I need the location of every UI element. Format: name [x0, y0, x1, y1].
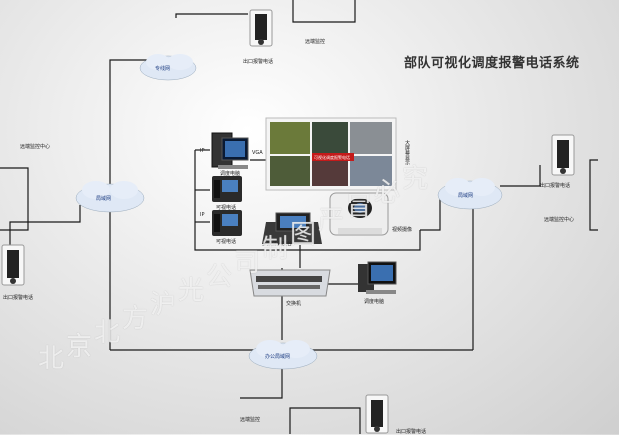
label-bottom-side: 远端监控 — [240, 417, 261, 423]
cloud-label-office-lan: 办公局域网 — [265, 353, 290, 360]
label-lan-pc: 调度电脑 — [364, 299, 385, 305]
alarm-phone-icon — [1, 244, 25, 286]
cloud-wan-top — [139, 54, 197, 81]
label-right-bottom: 远端监控中心 — [544, 217, 575, 223]
label-screen-side: 大屏幕显示 — [404, 140, 410, 165]
label-left-phone: 出口报警电话 — [3, 295, 34, 301]
label-ip: IP — [200, 148, 205, 154]
label-pc-top: 调度电脑 — [220, 171, 241, 177]
video-phone-icon — [212, 176, 242, 202]
cloud-label-lan-left: 局域网 — [96, 195, 111, 202]
cloud-lan-right — [437, 178, 503, 210]
video-phone-icon — [212, 210, 242, 236]
page-title: 部队可视化调度报警电话系统 — [404, 56, 580, 71]
label-bottom-phone: 出口报警电话 — [396, 429, 427, 435]
network-switch-icon — [249, 269, 331, 297]
label-vga: VGA — [252, 150, 263, 156]
screen-banner: 可视化调度报警电话 — [314, 154, 350, 160]
cloud-office-lan — [248, 340, 318, 370]
dispatch-pc-icon — [211, 132, 249, 169]
label-video-phone-1: 可视电话 — [216, 205, 237, 211]
cloud-label-wan: 专线网 — [155, 65, 170, 72]
multimedia-console-icon — [262, 212, 322, 244]
alarm-phone-icon — [249, 9, 273, 47]
alarm-phone-icon — [365, 394, 389, 434]
cloud-lan-left — [75, 181, 145, 213]
large-screen-display — [265, 117, 397, 191]
label-video-phone-2: 可视电话 — [216, 239, 237, 245]
lan-pc-icon — [358, 261, 397, 294]
label-left-top: 远端监控中心 — [20, 144, 51, 150]
label-console: 多媒体调度台 — [262, 241, 293, 247]
video-camera-icon — [329, 192, 389, 236]
label-camera: 视频摄像 — [392, 227, 413, 233]
label-right-phone: 出口报警电话 — [540, 183, 571, 189]
alarm-phone-icon — [551, 134, 575, 176]
label-top-phone-side: 远端监控 — [305, 39, 326, 45]
label-switch: 交换机 — [286, 301, 302, 307]
label-ip-2: IP — [200, 212, 205, 218]
label-top-phone: 出口报警电话 — [243, 59, 274, 65]
cloud-label-lan-right: 局域网 — [458, 192, 473, 199]
